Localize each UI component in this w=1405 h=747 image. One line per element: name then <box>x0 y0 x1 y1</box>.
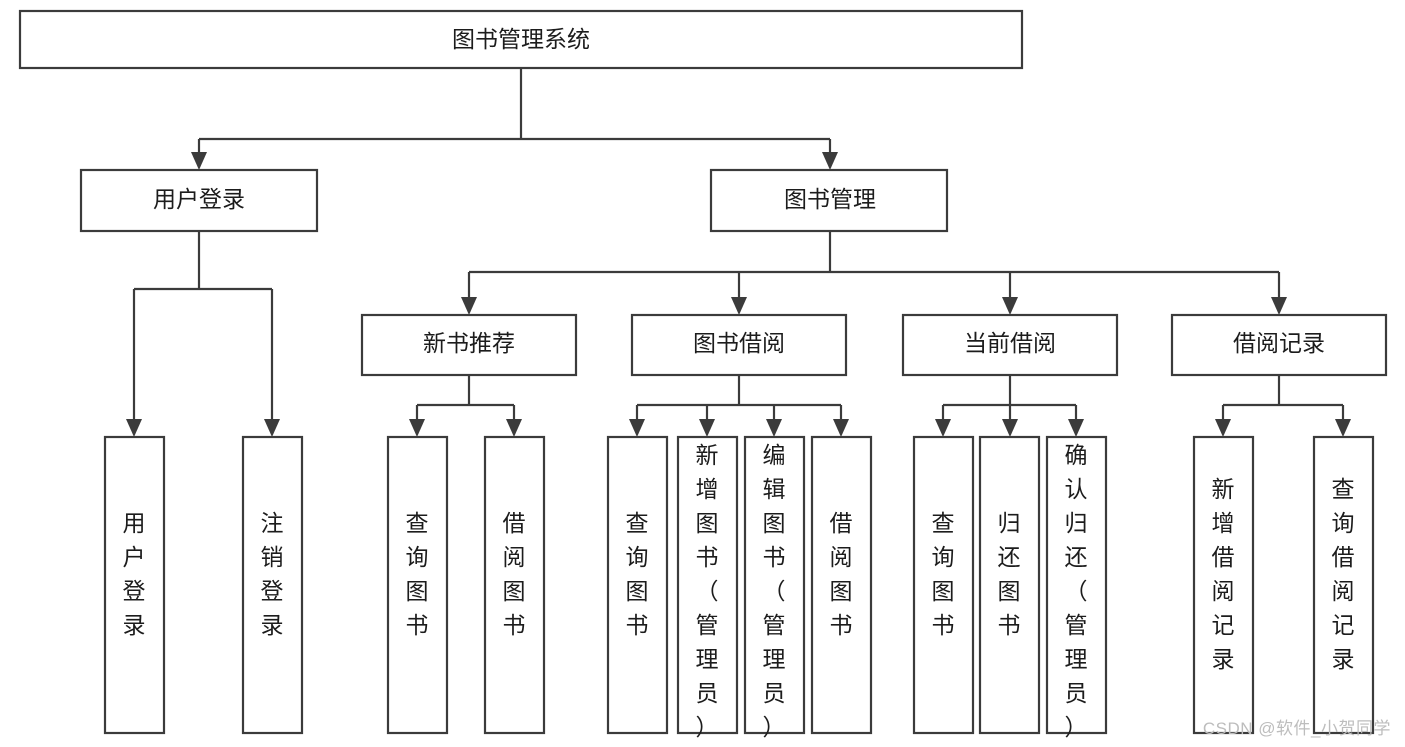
leaf-book-borrow-1[interactable]: 新增图书（管理员） <box>676 435 739 740</box>
arrow-head-icon <box>126 419 142 437</box>
arrow-head-icon <box>1002 297 1018 315</box>
arrow-head-icon <box>1068 419 1084 437</box>
arrow-head-icon <box>1215 419 1231 437</box>
leaf-current-borrow-2[interactable]: 确认归还（管理员） <box>1045 435 1108 740</box>
leaf-label-vertical: 借阅图书 <box>503 510 526 638</box>
leaf-borrow-record-1[interactable]: 查询借阅记录 <box>1312 435 1375 735</box>
leaf-current-borrow-1[interactable]: 归还图书 <box>978 435 1041 735</box>
leaf-label-vertical: 借阅图书 <box>830 510 853 638</box>
arrow-head-icon <box>264 419 280 437</box>
node-new-book-recommend-label: 新书推荐 <box>423 330 515 356</box>
leaf-label-vertical: 查询图书 <box>406 510 429 638</box>
node-root-label: 图书管理系统 <box>452 26 590 52</box>
leaf-borrow-record-0[interactable]: 新增借阅记录 <box>1192 435 1255 735</box>
node-book-management[interactable]: 图书管理 <box>709 168 949 233</box>
node-user-login[interactable]: 用户登录 <box>79 168 319 233</box>
node-book-borrow[interactable]: 图书借阅 <box>630 313 848 377</box>
node-book-borrow-label: 图书借阅 <box>693 330 785 356</box>
leaf-book-borrow-2[interactable]: 编辑图书（管理员） <box>743 435 806 740</box>
node-book-management-label: 图书管理 <box>784 186 876 212</box>
leaf-label-vertical: 新增图书（管理员） <box>696 442 719 740</box>
leaf-label-vertical: 用户登录 <box>123 510 146 638</box>
leaf-user-login-0[interactable]: 用户登录 <box>103 435 166 735</box>
connector-borrowrecord-to-leaves <box>1215 375 1351 437</box>
leaf-label-vertical: 查询图书 <box>932 510 955 638</box>
node-current-borrow[interactable]: 当前借阅 <box>901 313 1119 377</box>
connector-bookborrow-to-leaves <box>629 375 849 437</box>
arrow-head-icon <box>506 419 522 437</box>
connector-userlogin-to-leaves <box>126 231 280 437</box>
arrow-head-icon <box>1002 419 1018 437</box>
node-root[interactable]: 图书管理系统 <box>18 9 1024 70</box>
arrow-head-icon <box>699 419 715 437</box>
leaf-label-vertical: 归还图书 <box>998 510 1021 638</box>
connector-bookmgmt-to-level3 <box>461 231 1287 315</box>
node-new-book-recommend[interactable]: 新书推荐 <box>360 313 578 377</box>
leaf-book-borrow-0[interactable]: 查询图书 <box>606 435 669 735</box>
node-borrow-record[interactable]: 借阅记录 <box>1170 313 1388 377</box>
arrow-head-icon <box>191 152 207 170</box>
arrow-head-icon <box>731 297 747 315</box>
arrow-head-icon <box>409 419 425 437</box>
leaf-label-vertical: 查询图书 <box>626 510 649 638</box>
node-user-login-label: 用户登录 <box>153 186 245 212</box>
arrow-head-icon <box>1335 419 1351 437</box>
leaf-label-vertical: 查询借阅记录 <box>1332 476 1355 672</box>
arrow-head-icon <box>461 297 477 315</box>
leaf-current-borrow-0[interactable]: 查询图书 <box>912 435 975 735</box>
node-borrow-record-label: 借阅记录 <box>1233 330 1325 356</box>
leaf-label-vertical: 编辑图书（管理员） <box>763 442 786 740</box>
connector-newbook-to-leaves <box>409 375 522 437</box>
leaf-label-vertical: 新增借阅记录 <box>1212 476 1235 672</box>
leaf-book-borrow-3[interactable]: 借阅图书 <box>810 435 873 735</box>
node-current-borrow-label: 当前借阅 <box>964 330 1056 356</box>
arrow-head-icon <box>833 419 849 437</box>
arrow-head-icon <box>935 419 951 437</box>
arrow-head-icon <box>629 419 645 437</box>
leaf-label-vertical: 注销登录 <box>261 510 284 638</box>
connector-root-to-level2 <box>191 68 838 170</box>
leaf-label-vertical: 确认归还（管理员） <box>1065 442 1088 740</box>
arrow-head-icon <box>1271 297 1287 315</box>
leaf-user-login-1[interactable]: 注销登录 <box>241 435 304 735</box>
arrow-head-icon <box>766 419 782 437</box>
arrow-head-icon <box>822 152 838 170</box>
leaf-new-book-recommend-1[interactable]: 借阅图书 <box>483 435 546 735</box>
connector-currentborrow-to-leaves <box>935 375 1084 437</box>
leaf-new-book-recommend-0[interactable]: 查询图书 <box>386 435 449 735</box>
